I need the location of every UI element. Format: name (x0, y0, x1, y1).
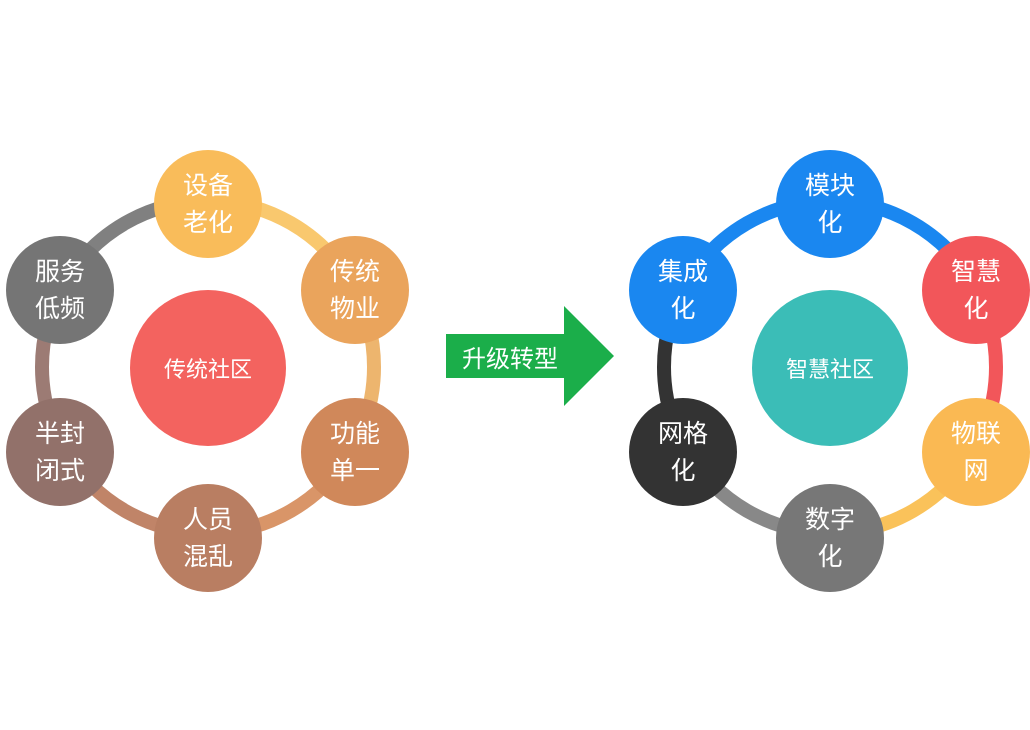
left-center-label: 传统社区 (163, 358, 252, 383)
left-node-top: 设备 老化 (154, 150, 262, 258)
right-node-top-right: 智慧 化 (922, 236, 1030, 344)
left-node-bottom-label: 人员 混乱 (182, 505, 233, 571)
left-node-bottom-left-label: 半封 闭式 (34, 419, 85, 485)
left-node-top-left: 服务 低频 (6, 236, 114, 344)
left-node-top-right: 传统 物业 (301, 236, 409, 344)
right-node-bottom-right: 物联 网 (922, 398, 1030, 506)
left-node-bottom-right-label: 功能 单一 (329, 419, 380, 485)
upgrade-arrow-label: 升级转型 (462, 344, 558, 373)
right-node-bottom-left-label: 网格 化 (657, 419, 708, 485)
left-node-top-right-label: 传统 物业 (329, 257, 380, 323)
left-node-bottom-right: 功能 单一 (301, 398, 409, 506)
right-node-top-right-label: 智慧 化 (950, 257, 1001, 323)
right-node-top-label: 模块 化 (804, 171, 855, 237)
right-node-top-left-label: 集成 化 (657, 257, 708, 323)
left-node-top-label: 设备 老化 (182, 171, 233, 237)
right-node-bottom-left: 网格 化 (629, 398, 737, 506)
right-node-bottom-right-label: 物联 网 (950, 419, 1001, 485)
right-node-top: 模块 化 (776, 150, 884, 258)
right-center-node: 智慧社区 (752, 290, 908, 446)
upgrade-arrow (446, 306, 614, 406)
right-node-bottom-label: 数字 化 (804, 505, 855, 571)
right-center-label: 智慧社区 (785, 358, 874, 383)
right-node-top-left: 集成 化 (629, 236, 737, 344)
left-node-top-left-label: 服务 低频 (34, 257, 85, 323)
right-node-bottom: 数字 化 (776, 484, 884, 592)
left-node-bottom: 人员 混乱 (154, 484, 262, 592)
left-center-node: 传统社区 (130, 290, 286, 446)
left-node-bottom-left: 半封 闭式 (6, 398, 114, 506)
